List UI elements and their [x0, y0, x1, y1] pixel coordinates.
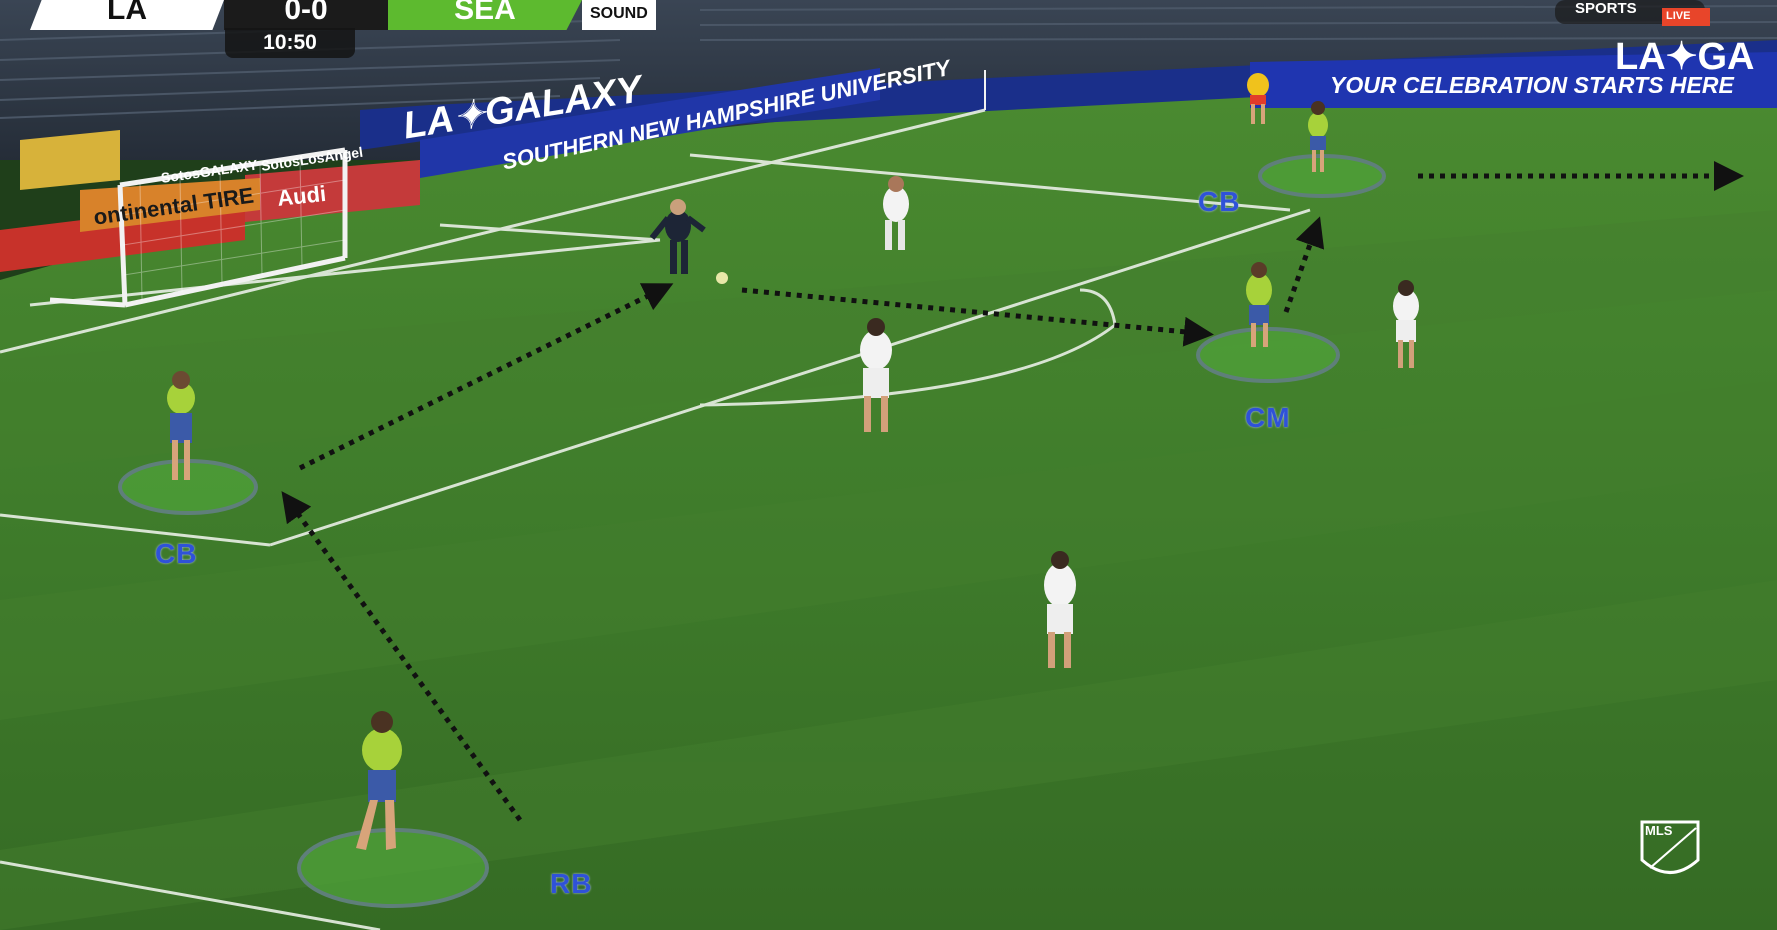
- arrow-cm-to-cb: [1283, 216, 1325, 313]
- mls-shield-slash: [1649, 827, 1697, 869]
- pass-arrows: [281, 161, 1744, 822]
- byline: [0, 108, 986, 354]
- ball: [716, 272, 728, 284]
- arrow-rb-run: [281, 491, 523, 822]
- live-badge: LIVE: [1666, 10, 1691, 22]
- tv-network-logo: SPORTS: [1575, 0, 1637, 17]
- penalty-box-front: [0, 513, 271, 547]
- live-badge-backing: [1662, 8, 1710, 26]
- annotation-cb-near: CB: [155, 538, 198, 569]
- mls-shield: [1640, 820, 1700, 874]
- match-score: 0-0: [224, 0, 388, 30]
- audi-board: [245, 160, 420, 222]
- flag-banner: [20, 130, 120, 190]
- penalty-box-side: [269, 208, 1311, 547]
- six-yard-side: [439, 223, 661, 242]
- player-la-goalkeeper: [649, 199, 706, 274]
- player-seattle-cb-far: [1308, 101, 1328, 172]
- mls-logo-text: MLS: [1645, 823, 1673, 838]
- penalty-box-top: [689, 153, 1291, 212]
- celebration-board: [1250, 52, 1777, 108]
- player-seattle-cm: [1246, 262, 1272, 347]
- player-seattle-cb-near: [167, 371, 195, 480]
- pitch-grass: [0, 92, 1777, 930]
- sponsor-badge: SOUND: [582, 0, 656, 30]
- player-seattle-goalkeeper: [1247, 73, 1269, 124]
- annotation-rb: RB: [550, 868, 593, 899]
- celebration-board-text: YOUR CELEBRATION STARTS HERE: [1330, 72, 1734, 98]
- galaxy-top-right-text: LA✦GA: [1615, 36, 1755, 78]
- tire-board: [80, 178, 260, 232]
- annotation-cm: CM: [1245, 402, 1291, 433]
- six-yard-line: [29, 238, 661, 307]
- snhu-board: [420, 68, 880, 178]
- touchline-near: [0, 860, 381, 930]
- match-clock: 10:50: [225, 28, 355, 58]
- player-la-4: [1044, 551, 1076, 668]
- audi-board-text: Audi: [276, 180, 328, 211]
- home-team-label: LA: [30, 0, 224, 30]
- player-la-2: [860, 318, 892, 432]
- highlight-rings: [118, 154, 1386, 908]
- penalty-arc: [699, 288, 1117, 407]
- players: [167, 73, 1419, 850]
- player-seattle-rb: [356, 711, 402, 850]
- arrow-keeper-to-cm: [741, 287, 1214, 347]
- player-la-3: [1393, 280, 1419, 368]
- player-la-1: [883, 176, 909, 250]
- goal-frame: [49, 147, 348, 308]
- annotation-cb-far: CB: [1198, 186, 1241, 217]
- away-team-label: SEA: [388, 0, 582, 30]
- pitch-markings: [0, 108, 1311, 930]
- arrow-cb-to-keeper: [298, 283, 674, 471]
- goal-net: [121, 157, 346, 301]
- scorebug: LA 0-0 SEA SOUND: [30, 0, 656, 30]
